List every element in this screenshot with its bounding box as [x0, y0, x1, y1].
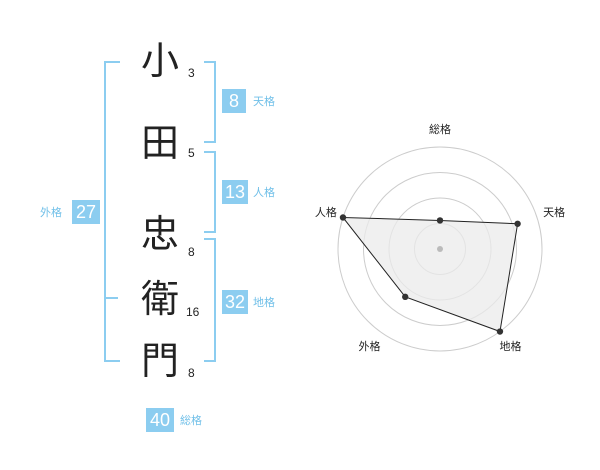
- radar-grid-ring: [337, 146, 543, 352]
- gaikaku-label: 外格: [40, 206, 62, 219]
- stroke-count-3: 8: [188, 245, 195, 259]
- stroke-count-4: 16: [186, 305, 200, 319]
- radar-axis-label-2: 天格: [543, 205, 565, 219]
- radar-grid-ring: [363, 172, 517, 326]
- tenkaku-score: 8: [222, 89, 246, 113]
- radar-point-5: [339, 214, 347, 221]
- jinkaku-bracket: [204, 151, 216, 233]
- chikaku-label: 地格: [253, 296, 275, 309]
- gaikaku-bracket-tick: [106, 297, 118, 299]
- chikaku-bracket: [204, 238, 216, 362]
- soukaku-score: 40: [146, 408, 174, 432]
- gaikaku-bracket: [104, 61, 120, 362]
- radar-axis-label-1: 総格: [429, 122, 451, 136]
- soukaku-label: 総格: [180, 414, 202, 427]
- radar-axis-label-5: 人格: [315, 205, 337, 219]
- radar-center-dot: [437, 246, 443, 252]
- radar-axis-label-3: 地格: [500, 339, 522, 353]
- name-char-4: 衛: [140, 277, 179, 321]
- name-char-1: 小: [140, 39, 179, 83]
- radar-point-3: [496, 328, 504, 335]
- stroke-count-2: 5: [188, 146, 195, 160]
- tenkaku-label: 天格: [253, 95, 275, 108]
- tenkaku-bracket: [204, 61, 216, 143]
- name-char-3: 忠: [140, 212, 179, 256]
- chikaku-score: 32: [222, 290, 248, 314]
- gaikaku-score: 27: [72, 200, 100, 224]
- name-char-2: 田: [140, 121, 179, 165]
- radar-data-polygon: [341, 216, 519, 333]
- jinkaku-score: 13: [222, 180, 248, 204]
- radar-axis-label-4: 外格: [358, 339, 380, 353]
- radar-point-2: [514, 220, 521, 227]
- jinkaku-label: 人格: [253, 186, 275, 199]
- stroke-count-1: 3: [188, 66, 195, 80]
- radar-point-4: [402, 293, 409, 301]
- radar-point-1: [436, 217, 444, 224]
- stroke-count-5: 8: [188, 366, 195, 380]
- name-char-5: 門: [140, 339, 179, 383]
